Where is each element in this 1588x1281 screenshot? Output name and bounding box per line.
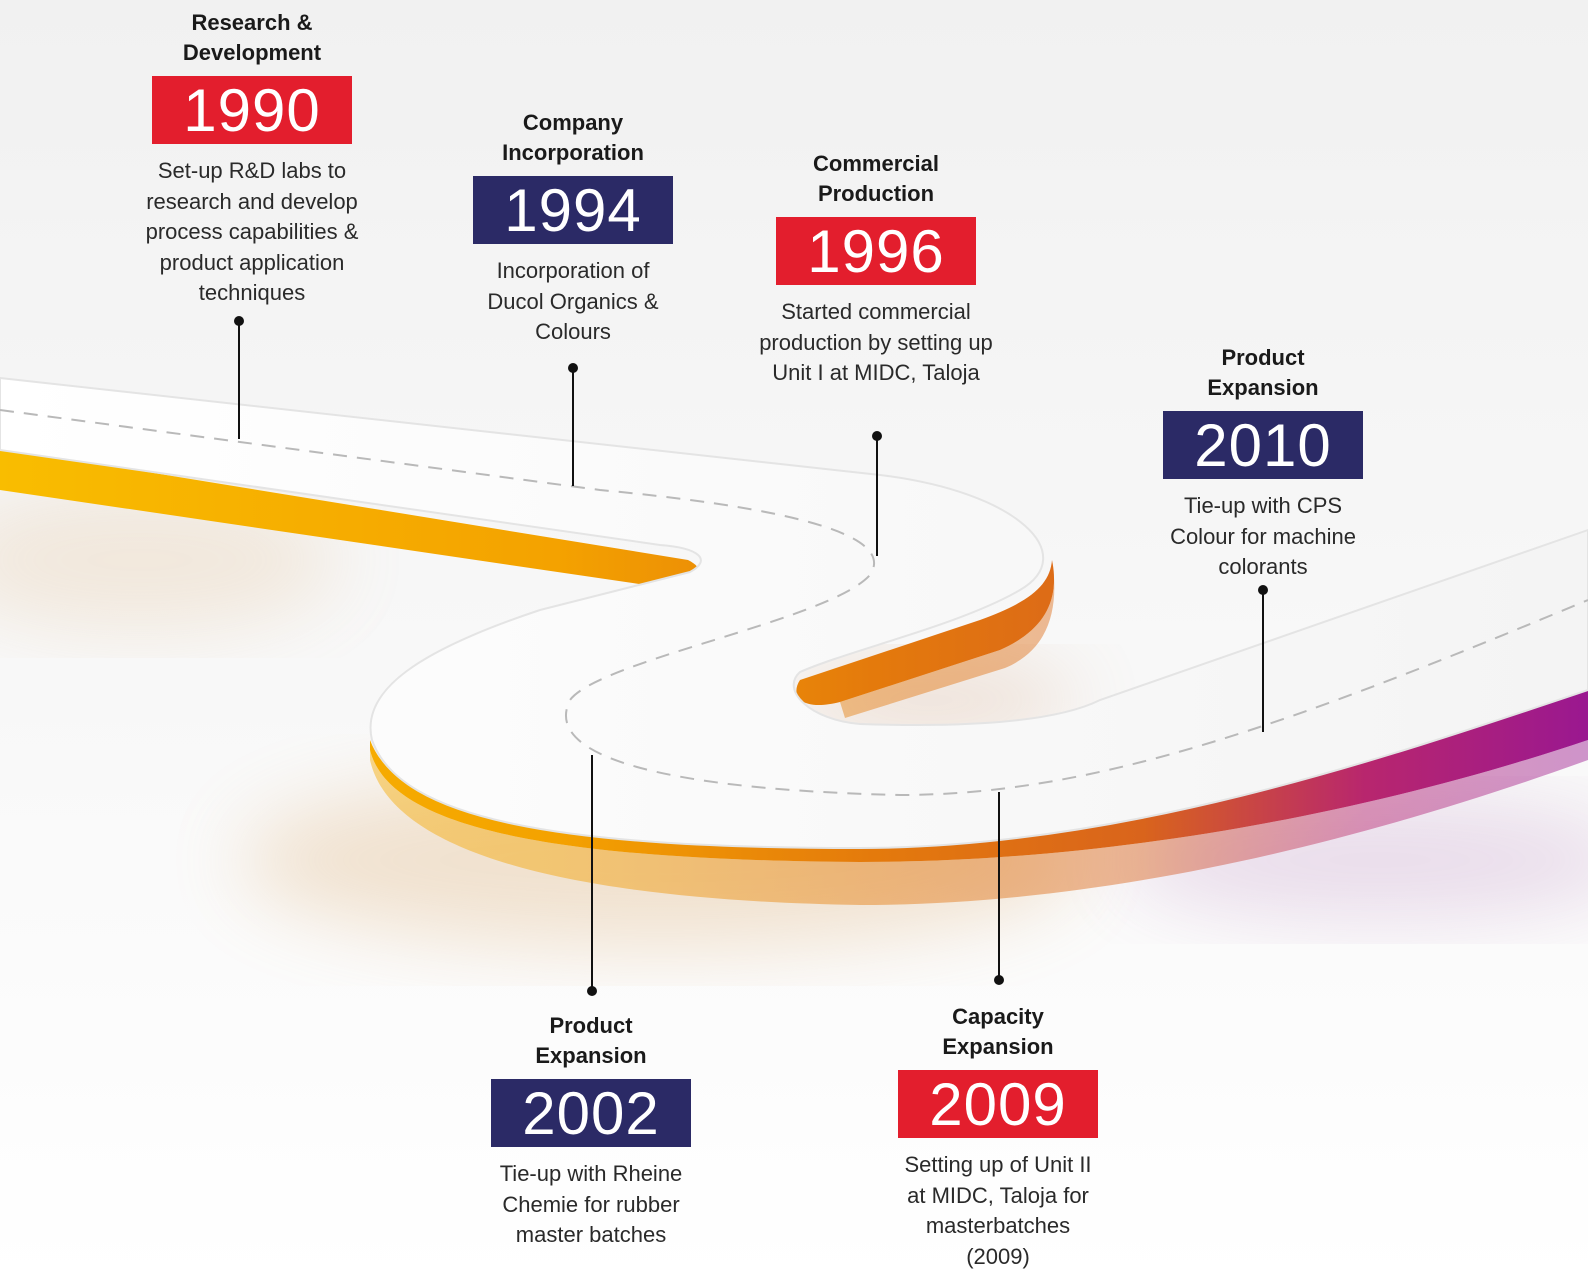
milestone-2009: Capacity Expansion 2009 Setting up of Un… — [868, 1002, 1128, 1272]
road-edge-lip — [370, 740, 1588, 905]
milestone-year: 2002 — [491, 1079, 691, 1147]
milestone-1994: Company Incorporation 1994 Incorporation… — [443, 108, 703, 348]
road-edge-lip — [840, 560, 1055, 718]
connector-dot — [568, 363, 578, 373]
milestone-1990: Research & Development 1990 Set-up R&D l… — [122, 8, 382, 309]
connector-dot — [1258, 585, 1268, 595]
connector-line — [998, 792, 1000, 980]
milestone-year: 2010 — [1163, 411, 1363, 479]
milestone-year: 1996 — [776, 217, 976, 285]
milestone-label: Product Expansion — [535, 1013, 647, 1068]
road-edge — [0, 448, 700, 590]
road-edge — [796, 560, 1055, 705]
milestone-label: Commercial Production — [813, 151, 939, 206]
milestone-description: Setting up of Unit II at MIDC, Taloja fo… — [904, 1152, 1092, 1269]
connector-line — [572, 368, 574, 486]
milestone-label: Research & Development — [182, 10, 322, 65]
connector-dot — [587, 986, 597, 996]
connector-line — [1262, 590, 1264, 732]
milestone-label: Capacity Expansion — [942, 1004, 1054, 1059]
milestone-description: Tie-up with CPS Colour for machine color… — [1170, 493, 1356, 579]
road-centerline — [0, 409, 1588, 797]
milestone-description: Started commercial production by setting… — [759, 299, 993, 385]
connector-dot — [994, 975, 1004, 985]
milestone-year: 2009 — [898, 1070, 1098, 1138]
milestone-description: Incorporation of Ducol Organics & Colour… — [487, 258, 659, 344]
milestone-2010: Product Expansion 2010 Tie-up with CPS C… — [1133, 343, 1393, 583]
milestone-label: Product Expansion — [1207, 345, 1319, 400]
milestone-2002: Product Expansion 2002 Tie-up with Rhein… — [461, 1011, 721, 1251]
milestone-year: 1990 — [152, 76, 352, 144]
connector-dot — [872, 431, 882, 441]
milestone-1996: Commercial Production 1996 Started comme… — [746, 149, 1006, 389]
connector-line — [591, 755, 593, 991]
connector-line — [876, 436, 878, 556]
milestone-label: Company Incorporation — [502, 110, 644, 165]
milestone-year: 1994 — [473, 176, 673, 244]
milestone-description: Tie-up with Rheine Chemie for rubber mas… — [499, 1161, 683, 1247]
milestone-description: Set-up R&D labs to research and develop … — [145, 158, 359, 305]
connector-line — [238, 321, 240, 439]
road-edge — [370, 690, 1588, 862]
connector-dot — [234, 316, 244, 326]
